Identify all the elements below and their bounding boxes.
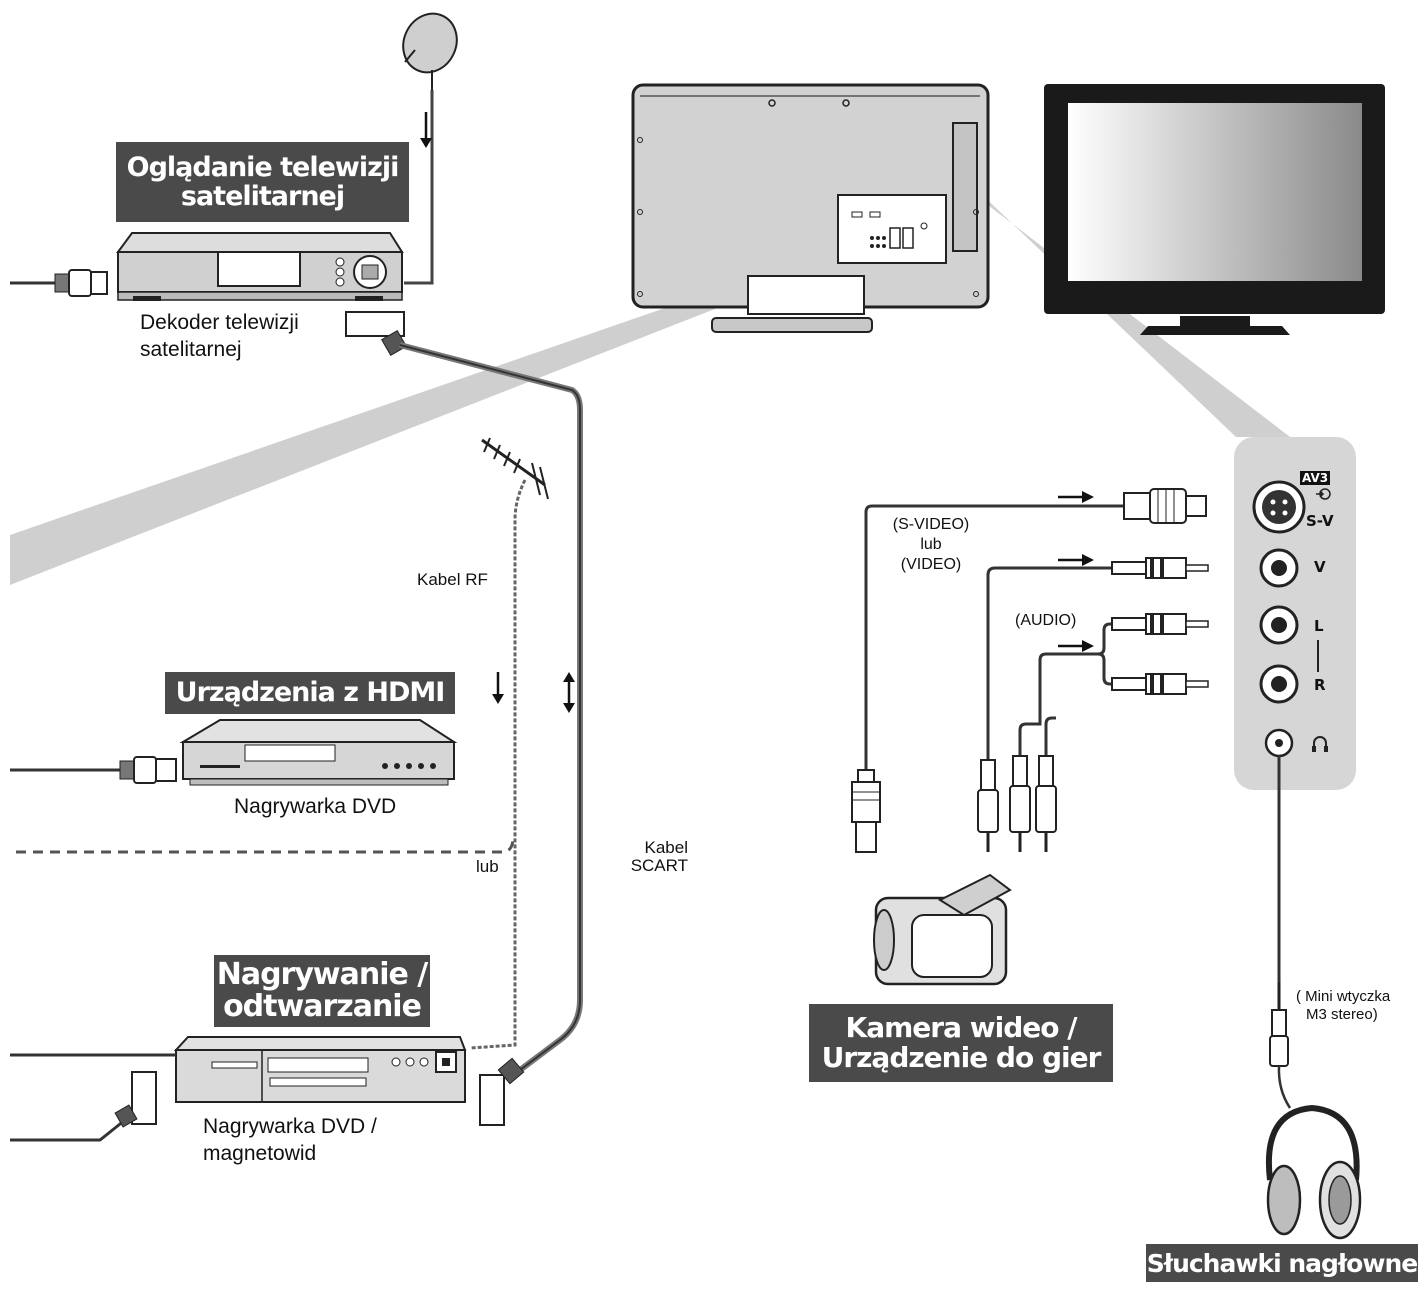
input-arrow-icon bbox=[1316, 488, 1331, 500]
right-arrows bbox=[1058, 491, 1094, 652]
label-dvd-vcr: Nagrywarka DVD / magnetowid bbox=[203, 1113, 377, 1167]
rf-antenna-icon bbox=[481, 437, 549, 500]
av3-badge: AV3 bbox=[1300, 471, 1331, 485]
banner-headphones: Słuchawki nagłowne bbox=[1146, 1244, 1418, 1282]
label-scart-line-2: SCART bbox=[630, 856, 688, 875]
down-arrow-rf bbox=[492, 672, 504, 704]
label-scart-line-1: Kabel bbox=[644, 838, 688, 857]
hdmi-plug-dvd bbox=[10, 756, 177, 784]
rca-plug-audio-l bbox=[1111, 613, 1209, 635]
label-decoder: Dekoder telewizji satelitarnej bbox=[140, 309, 299, 363]
audio-r-cable bbox=[1044, 652, 1120, 760]
dish-cable bbox=[404, 90, 434, 285]
port-right-label: R bbox=[1314, 676, 1326, 694]
double-arrow-scart bbox=[563, 672, 575, 713]
scart-connector-decoder bbox=[345, 311, 407, 356]
or-dashed-line bbox=[16, 839, 515, 854]
audio-l-cable bbox=[1018, 622, 1120, 760]
dvd-vcr-device bbox=[173, 1036, 467, 1103]
rca-plugs-camera bbox=[977, 755, 1057, 852]
svideo-plug-panel bbox=[1123, 488, 1207, 524]
banner-record: Nagrywanie / odtwarzanie bbox=[214, 955, 430, 1027]
label-audio: (AUDIO) bbox=[1015, 612, 1077, 629]
scart-connector-left bbox=[10, 1071, 157, 1142]
scart-connector-recorder bbox=[479, 1057, 525, 1126]
hdmi-dvd-recorder-device bbox=[179, 719, 458, 786]
label-mini-plug: ( Mini wtyczka M3 stereo) bbox=[1296, 988, 1390, 1024]
label-dvd-recorder: Nagrywarka DVD bbox=[234, 795, 397, 818]
label-dvd-vcr-line-2: magnetowid bbox=[203, 1142, 317, 1165]
banner-record-line-2: odtwarzanie bbox=[223, 989, 422, 1024]
video-cable bbox=[986, 566, 1120, 770]
tv-rear-view bbox=[631, 83, 990, 333]
label-dvd-vcr-line-1: Nagrywarka DVD / bbox=[203, 1115, 377, 1138]
port-video-label: V bbox=[1314, 558, 1326, 576]
banner-satellite: Oglądanie telewizji satelitarnej bbox=[116, 142, 409, 222]
camcorder-device bbox=[873, 873, 1012, 986]
rca-plug-video bbox=[1111, 557, 1209, 579]
zoom-beam-back-panel bbox=[10, 248, 845, 585]
label-svideo: (S-VIDEO) bbox=[892, 516, 970, 533]
label-decoder-line-2: satelitarnej bbox=[140, 338, 242, 361]
satellite-decoder-device bbox=[116, 232, 404, 301]
banner-record-line-1: Nagrywanie / bbox=[216, 956, 429, 992]
satellite-dish-icon bbox=[402, 12, 458, 90]
banner-headphones-text: Słuchawki nagłowne bbox=[1146, 1248, 1418, 1278]
banner-camera: Kamera wideo / Urządzenie do gier bbox=[809, 1004, 1113, 1082]
hdmi-plug-decoder bbox=[10, 269, 108, 297]
banner-camera-line-1: Kamera wideo / bbox=[845, 1010, 1078, 1044]
label-mini-plug-line-2: M3 stereo) bbox=[1306, 1006, 1378, 1023]
label-mini-plug-line-1: ( Mini wtyczka bbox=[1296, 988, 1391, 1005]
banner-hdmi: Urządzenia z HDMI bbox=[165, 672, 455, 714]
headphones-device bbox=[1266, 1104, 1362, 1240]
tv-front-view bbox=[1044, 84, 1385, 335]
av-side-panel bbox=[1234, 437, 1356, 790]
headphones-icon bbox=[1312, 736, 1328, 752]
label-or-left: lub bbox=[476, 857, 499, 876]
port-left-label: L bbox=[1314, 617, 1324, 635]
label-scart-cable: Kabel SCART bbox=[618, 839, 688, 875]
mini-plug bbox=[1269, 982, 1292, 1109]
label-rf-cable: Kabel RF bbox=[417, 570, 488, 589]
label-decoder-line-1: Dekoder telewizji bbox=[140, 311, 299, 334]
label-video: (VIDEO) bbox=[900, 556, 962, 573]
port-svideo-label: S-V bbox=[1306, 512, 1334, 530]
down-arrow-satellite bbox=[420, 112, 432, 148]
svideo-cable bbox=[864, 504, 1130, 780]
label-or-mid: lub bbox=[920, 536, 942, 553]
rf-cable bbox=[469, 479, 527, 1050]
banner-satellite-line-1: Oglądanie telewizji bbox=[126, 151, 400, 183]
label-svideo-or-video: (S-VIDEO) lub (VIDEO) bbox=[876, 515, 986, 575]
banner-camera-line-2: Urządzenie do gier bbox=[821, 1041, 1102, 1074]
banner-hdmi-text: Urządzenia z HDMI bbox=[175, 677, 446, 709]
rca-plug-audio-r bbox=[1111, 673, 1209, 695]
svideo-plug-camera bbox=[851, 769, 881, 853]
banner-satellite-line-2: satelitarnej bbox=[180, 181, 345, 212]
